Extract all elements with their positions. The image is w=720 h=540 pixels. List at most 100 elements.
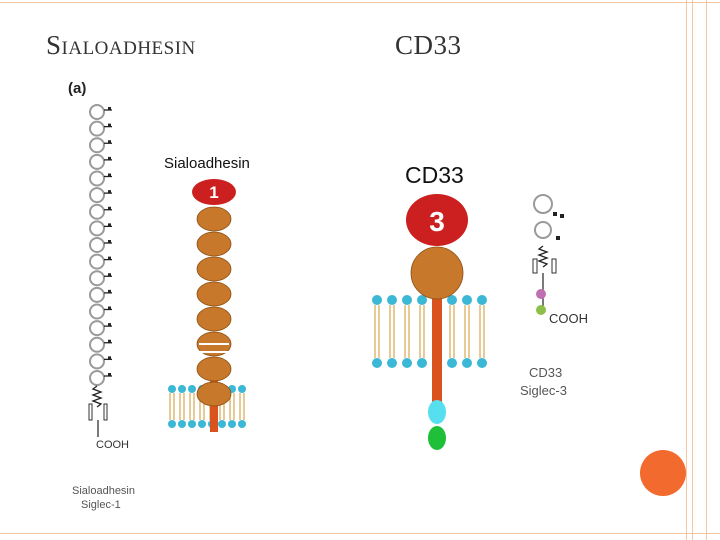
lipid-head	[417, 295, 427, 305]
cd33-cooh-label: COOH	[549, 311, 588, 326]
ig-domain-loop	[89, 320, 105, 337]
v-set-domain	[406, 194, 468, 246]
ig-domain-loop	[89, 120, 105, 137]
lipid-head	[198, 420, 206, 428]
ig-domain-loop	[89, 237, 105, 253]
frame-line	[0, 2, 720, 3]
membrane-bar	[532, 258, 538, 274]
ig-domain-loop	[89, 353, 105, 370]
lipid-head	[477, 295, 487, 305]
lipid-head	[228, 420, 236, 428]
transmembrane-helix	[537, 245, 549, 268]
ig-domain-loop	[89, 203, 105, 220]
lipid-head	[188, 420, 196, 428]
glycan-marker	[108, 123, 111, 127]
frame-line	[686, 0, 687, 540]
cd33-schematic	[532, 194, 564, 315]
ig-domain-loop	[89, 104, 105, 120]
glycan-marker	[553, 212, 557, 216]
glycan-marker	[108, 206, 111, 210]
ig-domain-loop	[89, 303, 105, 320]
glycan-marker	[108, 273, 111, 277]
siglec-1-caption: Siglec-1	[81, 499, 121, 511]
lipid-head	[188, 385, 196, 393]
glycan-marker	[108, 306, 111, 310]
glycan-marker	[108, 223, 111, 227]
lipid-head	[168, 420, 176, 428]
lipid-head	[238, 385, 246, 393]
lipid-head	[462, 295, 472, 305]
lipid-head	[447, 295, 457, 305]
sialoadhesin-model-label: Sialoadhesin	[164, 155, 250, 172]
ig-domain-loop	[533, 194, 553, 214]
frame-line	[692, 0, 693, 540]
domain-number: 1	[209, 183, 218, 202]
ig-domain-loop	[89, 220, 105, 237]
glycan-marker	[108, 240, 111, 243]
cd33-model: 3	[372, 194, 487, 450]
c2-domain	[196, 306, 232, 332]
ig-domain-loop	[89, 286, 105, 303]
frame-line	[0, 533, 720, 534]
transmembrane-helix	[91, 385, 103, 408]
lipid-head	[218, 420, 226, 428]
v-set-domain	[192, 179, 236, 205]
c2-domain	[410, 246, 464, 300]
lipid-head	[178, 385, 186, 393]
c2-domain	[196, 231, 232, 257]
membrane-bar	[551, 258, 557, 274]
ig-domain-loop	[89, 137, 105, 154]
itim-motif	[536, 289, 546, 299]
panel-label: (a)	[68, 80, 86, 97]
membrane-bar	[88, 403, 93, 421]
cd33-caption: CD33	[529, 365, 562, 380]
glycan-marker	[108, 373, 111, 376]
sialoadhesin-cooh-label: COOH	[96, 439, 129, 451]
sialoadhesin-model: 1	[168, 179, 246, 432]
transmembrane-stem	[432, 290, 442, 410]
lipid-head	[372, 295, 382, 305]
lipid-head	[462, 358, 472, 368]
itim-like-domain	[428, 426, 446, 450]
siglec-3-caption: Siglec-3	[520, 383, 567, 398]
glycan-marker	[108, 173, 111, 177]
c2-domain	[196, 256, 232, 282]
membrane-bar	[103, 403, 108, 421]
lipid-head	[372, 358, 382, 368]
cd33-model-label: CD33	[405, 162, 464, 188]
itim-domain	[428, 400, 446, 424]
ig-domain-loop	[89, 370, 105, 386]
glycan-marker	[108, 289, 111, 293]
lipid-head	[178, 420, 186, 428]
glycan-marker	[108, 339, 111, 343]
glycan-marker	[108, 107, 111, 110]
glycan-marker	[108, 140, 111, 144]
ig-domain-loop	[89, 170, 105, 187]
glycan-marker	[556, 236, 560, 240]
glycan-marker	[560, 214, 564, 218]
glycan-marker	[108, 323, 111, 327]
lipid-head	[238, 420, 246, 428]
ig-domain-loop	[89, 270, 105, 287]
glycan-marker	[108, 156, 111, 160]
lipid-head	[477, 358, 487, 368]
ig-domain-loop	[89, 336, 105, 353]
itim-like-motif	[536, 305, 546, 315]
frame-line	[706, 0, 707, 540]
sialoadhesin-schematic	[88, 104, 112, 437]
lipid-head	[417, 358, 427, 368]
lipid-head	[402, 295, 412, 305]
lipid-head	[168, 385, 176, 393]
ig-domain-loop	[89, 153, 105, 170]
sialoadhesin-caption: Sialoadhesin	[72, 485, 135, 497]
c2-domain	[196, 206, 232, 232]
ig-domain-loop	[89, 253, 105, 270]
slide-title-cd33: CD33	[395, 30, 462, 60]
glycan-marker	[108, 190, 111, 194]
slide-title-sialoadhesin: Sialoadhesin	[46, 30, 196, 60]
lipid-head	[447, 358, 457, 368]
ig-domain-loop	[534, 221, 552, 239]
domain-number: 3	[429, 206, 445, 237]
c2-domain	[196, 356, 232, 382]
